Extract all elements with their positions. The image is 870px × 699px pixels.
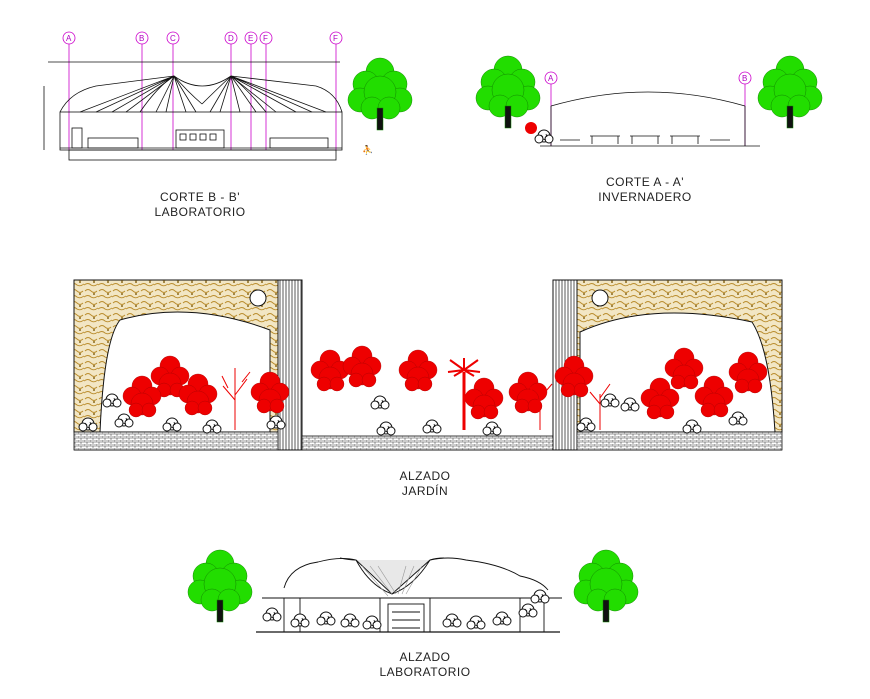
palm-tree [447,358,481,430]
grid-bubbles-bb [62,31,343,45]
caption-title: CORTE B - B' [159,190,241,204]
bare-red-trees [221,368,611,430]
red-shrub [525,122,537,134]
grid-label: F [263,34,268,43]
grid-label: E [248,34,253,43]
brick-base [73,431,783,451]
tree-green-lab-left [187,549,253,623]
shrub [534,129,554,144]
shrubs-lab [262,589,550,630]
grid-label: D [228,34,234,43]
caption-title: ALZADO [399,650,451,664]
building-section-bb [43,61,343,161]
grid-labels-bb: A B C D E F F [66,34,338,43]
tree-green-bb [347,57,413,131]
caption-subtitle: INVERNADERO [598,190,692,204]
caption-subtitle: LABORATORIO [379,665,471,679]
corte-bb-section: A B C D E F F ⛹ [43,31,413,161]
caption-corte-aa: CORTE A - A' INVERNADERO [585,175,705,205]
grid-label: F [333,34,338,43]
tree-green-lab-right [573,549,639,623]
grid-label: B [139,34,144,43]
scale-figure: ⛹ [362,144,373,155]
grid-label: C [170,34,176,43]
caption-alzado-jardin: ALZADO JARDÍN [380,469,470,499]
grid-label: B [742,74,747,83]
grid-axes-aa [544,71,752,146]
grid-label: A [548,74,554,83]
caption-corte-bb: CORTE B - B' LABORATORIO [140,190,260,220]
caption-subtitle: LABORATORIO [154,205,246,219]
alzado-laboratorio-elevation [187,549,639,633]
stone-wall-left [73,279,279,433]
alzado-jardin-elevation [73,279,783,451]
caption-alzado-laboratorio: ALZADO LABORATORIO [370,650,480,680]
tree-green-aa-left [475,55,541,129]
corte-aa-section: A B [475,55,823,147]
caption-title: CORTE A - A' [605,175,685,189]
tree-green-aa-right [757,55,823,129]
caption-title: ALZADO [399,469,451,483]
greenhouse-section-aa [540,91,760,147]
caption-subtitle: JARDÍN [401,484,449,498]
grid-label: A [66,34,72,43]
red-trees-jardin [122,345,768,420]
